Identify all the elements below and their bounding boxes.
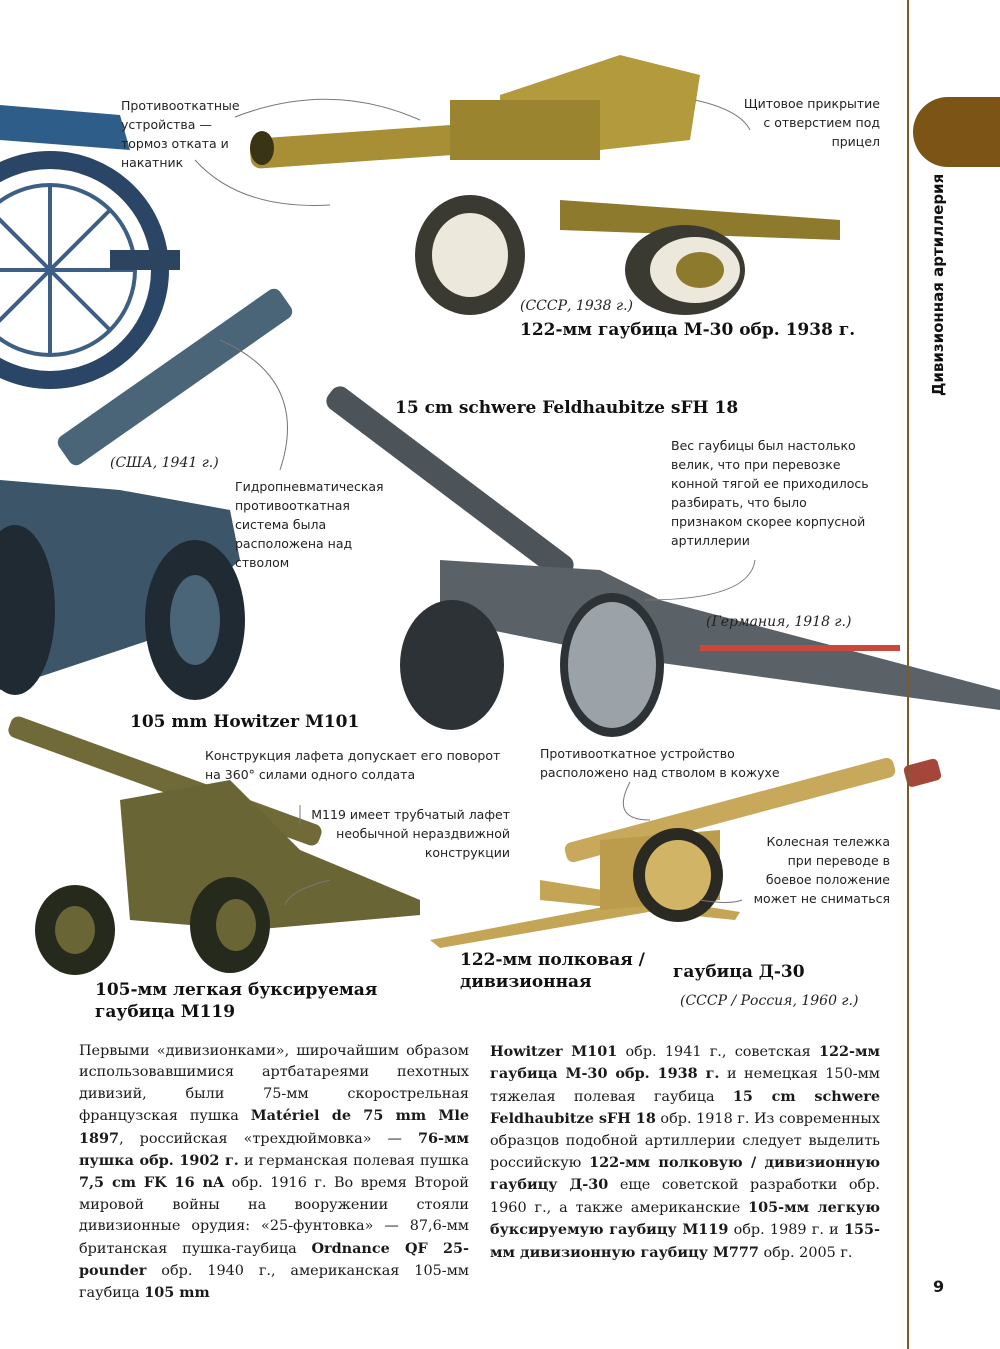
body-text: обр. 1940 г., американская 105-мм гаубиц… [79,1263,469,1302]
body-text-bold: Matériel de 75 mm Mle 1897 [79,1107,469,1147]
m101-title: 105 mm Howitzer M101 [130,712,360,732]
note-m119-carriage: М119 имеет трубчатый лафет необычной нер… [311,807,510,860]
partial-gun-image [0,105,180,389]
body-text: обр. 1989 г. и [728,1222,844,1239]
d30-title-line2: дивизионная [460,972,592,992]
body-text: обр. 1941 г., советская [617,1044,819,1060]
note-recoil-devices: Противооткатные устройства — тормоз отка… [121,98,240,170]
body-text: Первыми «дивизионками», широчайшим образ… [79,1043,469,1125]
body-column-2: Howitzer M101 обр. 1941 г., советская 12… [490,1041,880,1264]
page-number: 9 [933,1277,945,1296]
body-text: , российская «трехдюймовка» — [119,1130,418,1147]
body-text-bold: 105-мм легкую буксируемую гаубицу М119 [490,1198,880,1239]
m101-origin: (США, 1941 г.) [110,455,219,471]
sfh18-howitzer-image [326,386,1000,737]
body-text-bold: 7,5 cm FK 16 nA [79,1174,225,1192]
note-carriage-rotation: Конструкция лафета допускает его поворот… [205,748,501,782]
m101-howitzer-image [0,288,293,700]
m30-howitzer-image [249,55,840,315]
body-text-bold: 122-мм гаубица М-30 обр. 1938 г. [490,1043,880,1083]
body-text-bold: 122-мм полковую / дивизионную гаубицу Д-… [490,1154,880,1194]
d30-howitzer-image [430,757,942,948]
body-text-bold: 15 cm schwere Feldhaubitze sFH 18 [490,1087,880,1128]
m30-origin: (СССР, 1938 г.) [520,298,633,314]
body-text: обр. 1916 г. Во время Второй мировой вой… [79,1175,469,1257]
sfh18-title: 15 cm schwere Feldhaubitze sFH 18 [395,398,739,418]
d30-title-line3: гаубица Д-30 [673,962,805,982]
page-edge-rule [907,0,909,1349]
body-text-bold: 105 mm [144,1284,210,1302]
body-text: еще советской разработки обр. 1960 г., а… [490,1177,880,1216]
m119-howitzer-image [8,716,420,975]
m119-title-line2: гаубица М119 [95,1002,236,1022]
m119-title-line1: 105-мм легкая буксируемая [95,980,378,1000]
sfh18-origin: (Германия, 1918 г.) [706,614,852,630]
m30-title: 122-мм гаубица М-30 обр. 1938 г. [520,320,856,340]
note-d30-recoil: Противооткатное устройство расположено н… [540,746,780,780]
section-title: Дивизионная артиллерия [929,173,947,396]
d30-title-line1: 122-мм полковая / [460,950,645,970]
body-text-bold: 155-мм дивизионную гаубицу М777 [490,1221,880,1261]
body-column-1: Первыми «дивизионками», широчайшим образ… [79,1041,469,1305]
body-text: обр. 1918 г. Из современных образцов под… [490,1111,880,1172]
section-tab [913,97,1000,167]
d30-origin: (СССР / Россия, 1960 г.) [680,993,859,1009]
note-hydropneumatic: Гидропневматическая противооткатная сист… [235,479,384,570]
note-shield: Щитовое прикрытие с отверстием под прице… [743,96,880,149]
leader-lines [194,98,756,906]
note-weight: Вес гаубицы был настолько велик, что при… [671,438,869,548]
body-text-bold: Ordnance QF 25-pounder [79,1239,470,1280]
body-text: и немецкая 150-мм тяжелая полевая гаубиц… [490,1066,880,1105]
note-wheel-carriage: Колесная тележка при переводе в боевое п… [753,834,890,906]
body-text-bold: Howitzer M101 [490,1043,618,1060]
body-text: обр. 2005 г. [758,1244,853,1261]
body-text: и германская полевая пушка [238,1153,469,1170]
body-text-bold: 76-мм пушка обр. 1902 г. [79,1129,469,1170]
